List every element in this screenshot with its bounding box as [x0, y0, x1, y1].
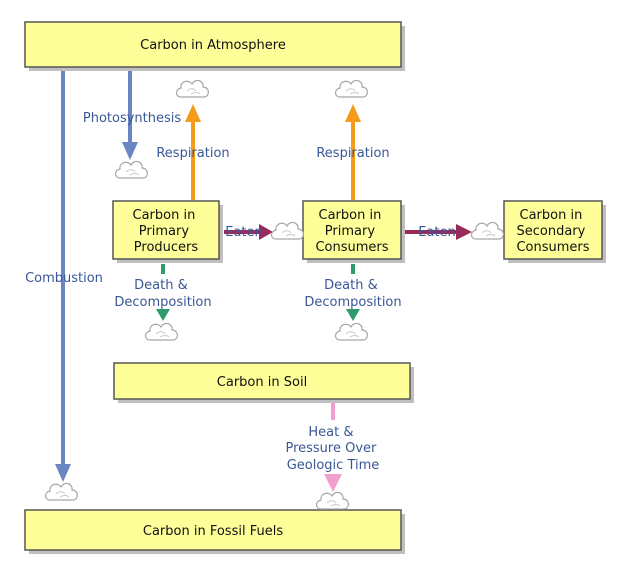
eaten-arrow-1 — [224, 224, 273, 240]
carbon-cloud-icon — [334, 79, 368, 98]
carbon-cloud-icon — [114, 160, 148, 179]
photosynthesis-arrow — [122, 70, 138, 160]
producers-box: Carbon in Primary Producers — [112, 200, 223, 263]
photosynthesis-label: Photosynthesis — [83, 111, 182, 126]
decomposition-arrow-consumers — [346, 264, 360, 321]
decomposition-label-2: Death & Decomposition — [304, 278, 401, 310]
respiration-arrow-producers — [185, 104, 201, 200]
carbon-cloud-icon — [470, 221, 504, 240]
primary-consumers-box: Carbon in Primary Consumers — [302, 200, 405, 263]
soil-box: Carbon in Soil — [113, 362, 414, 403]
carbon-cloud-icon — [44, 482, 78, 501]
combustion-label: Combustion — [25, 271, 103, 286]
carbon-cloud-icon — [315, 491, 349, 510]
soil-label: Carbon in Soil — [217, 375, 307, 390]
decomposition-label-1: Death & Decomposition — [114, 278, 211, 310]
fossil-fuels-label: Carbon in Fossil Fuels — [143, 524, 283, 539]
carbon-cloud-icon — [270, 221, 304, 240]
fossil-fuels-box: Carbon in Fossil Fuels — [24, 509, 405, 554]
carbon-cloud-icon — [175, 79, 209, 98]
producers-label: Carbon in Primary Producers — [133, 208, 200, 255]
respiration-label-2: Respiration — [316, 146, 389, 161]
respiration-label-1: Respiration — [156, 146, 229, 161]
primary-consumers-label: Carbon in Primary Consumers — [315, 208, 388, 255]
carbon-cloud-icon — [334, 322, 368, 341]
secondary-consumers-label: Carbon in Secondary Consumers — [516, 208, 589, 255]
eaten-arrow-2 — [404, 224, 472, 240]
atmosphere-label: Carbon in Atmosphere — [140, 38, 286, 53]
heat-pressure-label: Heat & Pressure Over Geologic Time — [285, 425, 380, 473]
decomposition-arrow-producers — [156, 264, 170, 321]
atmosphere-box: Carbon in Atmosphere — [24, 21, 405, 71]
carbon-cloud-icon — [144, 322, 178, 341]
combustion-arrow — [55, 70, 71, 482]
eaten-label-2: Eaten — [418, 225, 456, 240]
respiration-arrow-consumers — [345, 104, 361, 200]
heat-pressure-arrow — [324, 400, 342, 492]
secondary-consumers-box: Carbon in Secondary Consumers — [503, 200, 606, 263]
eaten-label-1: Eaten — [225, 225, 263, 240]
